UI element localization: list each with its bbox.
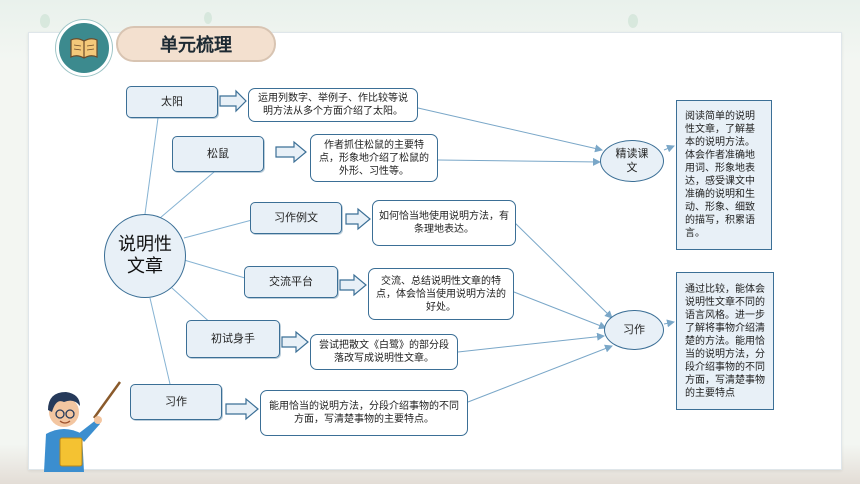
group-summary: 通过比较，能体会说明性文章不同的语言风格。进一步了解将事物介绍清楚的方法。能用恰… xyxy=(676,272,774,410)
topic-node: 交流平台 xyxy=(244,266,338,298)
block-arrow xyxy=(225,397,259,421)
pointer-stick xyxy=(92,381,122,419)
connector-line xyxy=(171,287,215,327)
block-arrow xyxy=(339,273,367,297)
topic-node: 初试身手 xyxy=(186,320,280,358)
leaf-decoration xyxy=(40,14,50,28)
topic-description: 作者抓住松鼠的主要特点，形象地介绍了松鼠的外形、习性等。 xyxy=(310,134,438,182)
leaf-decoration xyxy=(204,12,212,24)
page-title: 单元梳理 xyxy=(116,26,276,62)
topic-description: 运用列数字、举例子、作比较等说明方法从多个方面介绍了太阳。 xyxy=(248,88,418,122)
connector-arrow xyxy=(437,157,601,166)
connector-line xyxy=(149,297,171,385)
connector-arrow xyxy=(663,319,675,328)
connector-line xyxy=(144,117,159,215)
leaf-decoration xyxy=(628,14,638,28)
group-node: 精读课文 xyxy=(600,140,664,182)
topic-description: 交流、总结说明性文章的特点，体会恰当使用说明方法的好处。 xyxy=(368,268,514,320)
block-arrow xyxy=(281,330,309,354)
connector-arrow xyxy=(457,332,605,353)
connector-line xyxy=(183,219,253,239)
topic-node: 习作例文 xyxy=(250,202,342,234)
connector-arrow xyxy=(467,344,613,403)
block-arrow xyxy=(275,140,307,164)
block-arrow xyxy=(219,89,247,113)
topic-description: 尝试把散文《白鹭》的部分段落改写成说明性文章。 xyxy=(310,334,458,370)
connector-arrow xyxy=(513,291,607,330)
book-badge xyxy=(56,20,112,76)
topic-node: 松鼠 xyxy=(172,136,264,172)
center-topic: 说明性文章 xyxy=(104,214,186,298)
teacher-illustration xyxy=(44,381,122,472)
topic-description: 如何恰当地使用说明方法，有条理地表达。 xyxy=(372,200,516,246)
connector-arrow xyxy=(417,107,603,153)
book-icon xyxy=(70,38,98,59)
topic-node: 太阳 xyxy=(126,86,218,118)
block-arrow xyxy=(345,207,371,231)
topic-node: 习作 xyxy=(130,384,222,420)
connector-arrow xyxy=(513,221,613,319)
connector-line xyxy=(159,171,215,219)
group-node: 习作 xyxy=(604,310,664,350)
topic-description: 能用恰当的说明方法，分段介绍事物的不同方面，写清楚事物的主要特点。 xyxy=(260,390,468,436)
connector-line xyxy=(183,259,246,279)
group-summary: 阅读简单的说明性文章，了解基本的说明方法。体会作者准确地用词、形象地表达，感受课… xyxy=(676,100,772,250)
connector-arrow xyxy=(663,144,675,153)
